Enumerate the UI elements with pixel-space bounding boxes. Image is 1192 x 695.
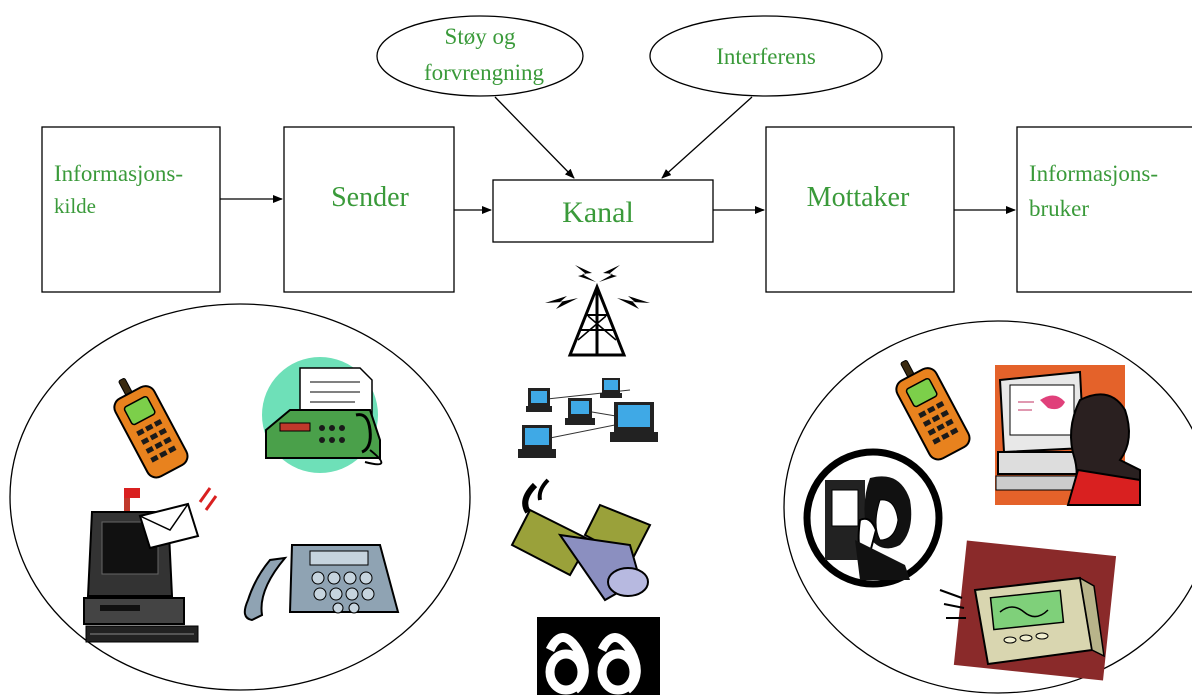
pager-icon (939, 540, 1117, 681)
noise-label-line2: forvrengning (424, 60, 545, 85)
satellite-icon (510, 478, 652, 602)
source-devices-circle (9, 303, 471, 691)
source-label-line2: kilde (54, 194, 96, 218)
radio-tower-icon (545, 265, 650, 357)
user-label-line1: Informasjons- (1029, 161, 1158, 186)
user-devices-circle (783, 320, 1192, 694)
receiver-block: Mottaker (765, 126, 955, 293)
user-block: Informasjons- bruker (1016, 126, 1192, 293)
source-label-line1: Informasjons- (54, 161, 183, 186)
channel-label: Kanal (562, 196, 634, 229)
noise-ellipse: Støy og forvrengning (376, 15, 584, 97)
source-block: Informasjons- kilde (41, 126, 221, 293)
fax-machine-icon (262, 357, 383, 473)
channel-block: Kanal (492, 179, 714, 243)
noise-arrow (494, 96, 575, 179)
mobile-phone-icon (113, 378, 189, 479)
noise-label-line1: Støy og (445, 24, 516, 49)
interference-label: Interferens (716, 44, 816, 69)
cable-loop-icon (537, 617, 660, 695)
receiver-label: Mottaker (807, 182, 910, 213)
telephone-operator-icon (803, 448, 943, 588)
user-label-line2: bruker (1029, 196, 1089, 221)
computer-network-icon (518, 378, 658, 458)
interference-arrow (661, 96, 753, 179)
sender-block: Sender (283, 126, 455, 293)
interference-ellipse: Interferens (649, 15, 883, 97)
sender-label: Sender (331, 182, 409, 213)
computer-mail-icon (83, 487, 218, 643)
computer-user-icon (995, 365, 1141, 506)
desk-telephone-icon (243, 544, 400, 622)
mobile-phone-icon (895, 360, 971, 461)
